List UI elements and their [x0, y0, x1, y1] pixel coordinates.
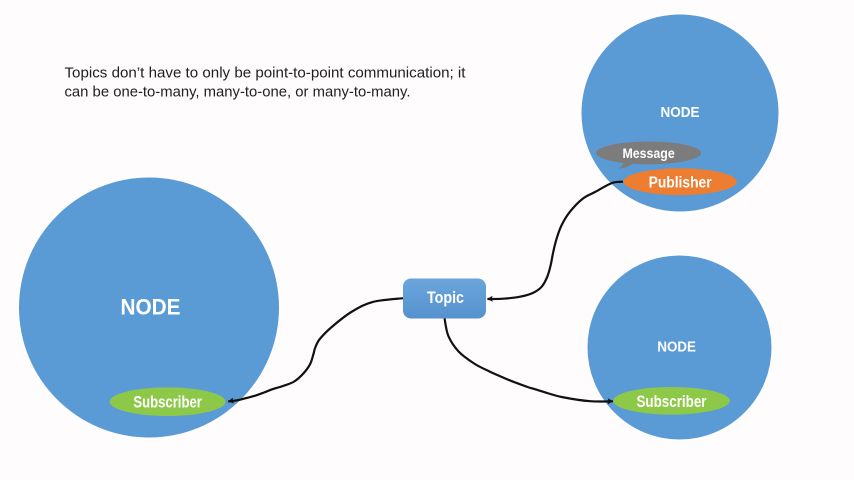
svg-text:Message: Message	[622, 145, 674, 161]
svg-text:Subscriber: Subscriber	[637, 393, 707, 411]
svg-text:Subscriber: Subscriber	[133, 394, 202, 412]
svg-text:NODE: NODE	[661, 105, 700, 121]
svg-text:Publisher: Publisher	[649, 175, 712, 192]
svg-text:NODE: NODE	[657, 340, 696, 356]
svg-text:Topic: Topic	[427, 289, 464, 307]
svg-text:Topics don’t have to only be p: Topics don’t have to only be point-to-po…	[65, 66, 466, 82]
svg-text:NODE: NODE	[121, 295, 181, 320]
svg-text:can be one-to-many, many-to-on: can be one-to-many, many-to-one, or many…	[65, 85, 411, 101]
